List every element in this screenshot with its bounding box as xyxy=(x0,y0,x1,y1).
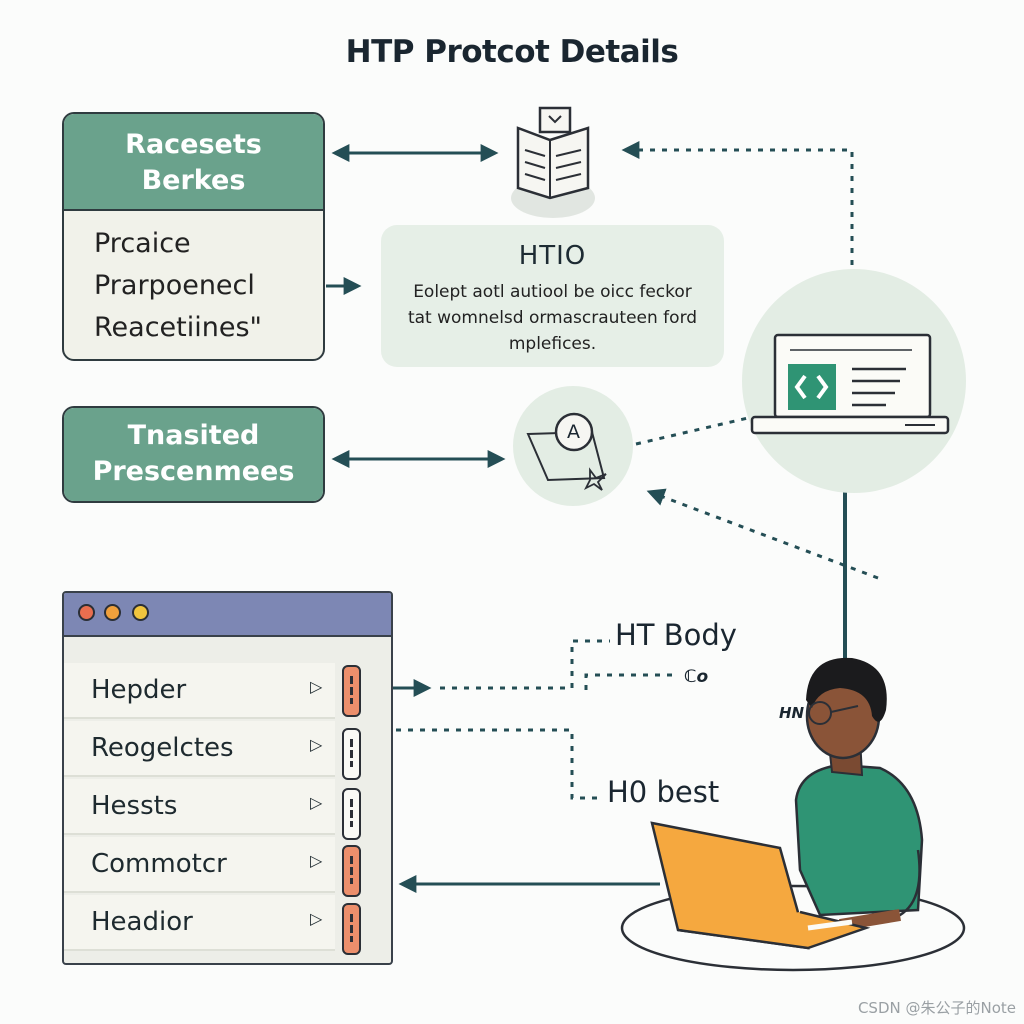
browser-window: Hepder ▷ Reogelctes ▷ Hessts ▷ Commotcr … xyxy=(62,591,393,965)
badge-letter: A xyxy=(567,421,580,443)
dotted-laptop-to-doc xyxy=(621,141,854,265)
tnasited-line2: Prescenmees xyxy=(92,456,295,487)
racesets-header-line1: Racesets xyxy=(125,129,262,160)
list-item[interactable]: Hepder ▷ xyxy=(64,663,335,719)
htio-info-panel: HTIO Eolept aotl autiool be oicc feckor … xyxy=(381,225,724,367)
list-item[interactable]: Reogelctes ▷ xyxy=(64,721,335,777)
info-text: Eolept aotl autiool be oicc feckor tat w… xyxy=(381,279,724,357)
h0-best-label: H0 best xyxy=(607,775,720,809)
racesets-box-header: Racesets Berkes xyxy=(64,114,323,211)
play-arrow-icon[interactable]: ▷ xyxy=(310,735,323,754)
racesets-header-line2: Berkes xyxy=(141,165,246,196)
play-arrow-icon[interactable]: ▷ xyxy=(310,677,323,696)
status-pill-icon[interactable] xyxy=(342,788,361,840)
dotted-to-glyph xyxy=(584,673,676,690)
close-dot-icon[interactable] xyxy=(78,604,95,621)
list-item[interactable]: Commotcr ▷ xyxy=(64,837,335,893)
racesets-box: Racesets Berkes Prcaice Prarpoenecl Reac… xyxy=(62,112,325,361)
list-item-label: Hessts xyxy=(91,791,178,821)
dotted-header-to-body xyxy=(440,639,610,690)
info-line: tat womnelsd ormascrauteen ford xyxy=(407,308,698,328)
hn-label: HN xyxy=(779,704,805,722)
dotted-right-to-badge xyxy=(646,488,879,580)
laptop-screen-icon xyxy=(742,269,966,493)
racesets-body-line: Prarpoenecl xyxy=(94,270,255,301)
browser-title-bar xyxy=(64,593,391,637)
list-item-label: Headior xyxy=(91,907,193,937)
page-title: HTP Protcot Details xyxy=(345,34,679,70)
play-arrow-icon[interactable]: ▷ xyxy=(310,909,323,928)
play-arrow-icon[interactable]: ▷ xyxy=(310,851,323,870)
tnasited-line1: Tnasited xyxy=(127,420,260,451)
list-item-label: Hepder xyxy=(91,675,187,705)
list-item-label: Commotcr xyxy=(91,849,227,879)
status-pill-icon[interactable] xyxy=(342,728,361,780)
status-pill-icon[interactable] xyxy=(342,665,361,717)
dotted-badge-to-laptop xyxy=(635,416,749,446)
status-pill-icon[interactable] xyxy=(342,845,361,897)
racesets-body-line: Reacetiines" xyxy=(94,312,262,343)
status-pill-icon[interactable] xyxy=(342,903,361,955)
tnasited-box-header: Tnasited Prescenmees xyxy=(64,408,323,501)
info-line: Eolept aotl autiool be oicc feckor xyxy=(413,282,692,302)
list-item[interactable]: Hessts ▷ xyxy=(64,779,335,835)
letter-a-badge-icon xyxy=(513,386,633,506)
watermark: CSDN @朱公子的Note xyxy=(857,999,1016,1017)
person-with-laptop-illustration xyxy=(620,657,966,972)
minimize-dot-icon[interactable] xyxy=(104,604,121,621)
maximize-dot-icon[interactable] xyxy=(132,604,149,621)
list-item-label: Reogelctes xyxy=(91,733,234,763)
tnasited-box: Tnasited Prescenmees xyxy=(62,406,325,503)
small-glyph-label: ℂo xyxy=(684,667,709,687)
list-item[interactable]: Headior ▷ xyxy=(64,895,335,951)
racesets-body-line: Prcaice xyxy=(94,228,191,259)
dotted-row2-to-best xyxy=(384,728,600,800)
info-heading: HTIO xyxy=(518,241,587,271)
info-line: mplefices. xyxy=(508,334,597,354)
play-arrow-icon[interactable]: ▷ xyxy=(310,793,323,812)
ht-body-label: HT Body xyxy=(615,618,737,652)
racesets-box-body: Prcaice Prarpoenecl Reacetiines" xyxy=(64,211,323,349)
document-stack-icon xyxy=(511,106,595,218)
